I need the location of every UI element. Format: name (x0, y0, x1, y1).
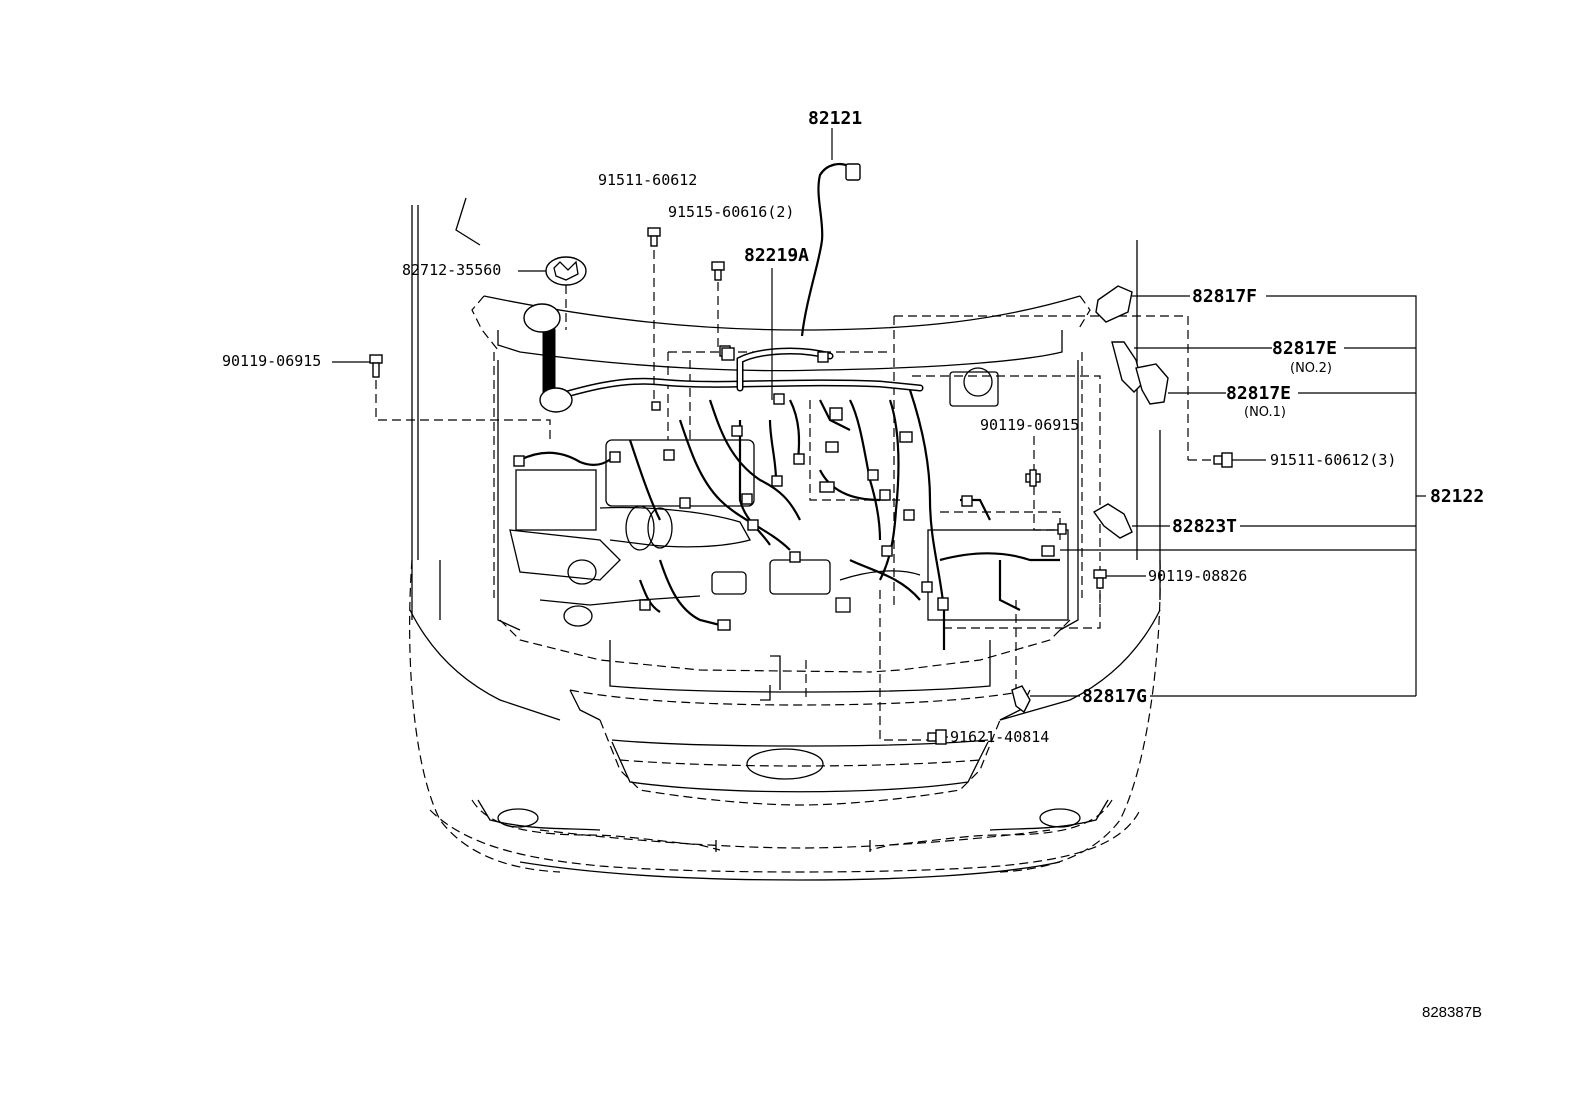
clamp-82823T (1092, 503, 1133, 539)
label-82712-35560: 82712-35560 (402, 261, 501, 279)
engine-components (509, 367, 1069, 627)
connector-82121 (845, 163, 861, 181)
bolt-90119-08826-icon (1093, 569, 1107, 589)
harness-connectors (513, 163, 1169, 714)
protector-82817F (1095, 285, 1133, 323)
label-82122: 82122 (1430, 486, 1484, 507)
label-82817E-no1-sub: (NO.1) (1244, 405, 1286, 420)
bolt-91621-40814-icon (927, 729, 947, 745)
label-82817G: 82817G (1082, 686, 1147, 707)
label-82219A: 82219A (744, 245, 809, 266)
bolt-91511-60612-3-icon (1213, 452, 1233, 468)
protector-82817G (1011, 685, 1031, 714)
label-82121: 82121 (808, 108, 862, 129)
vehicle-body-outline (409, 197, 1161, 881)
label-82817E-no2-sub: (NO.2) (1290, 361, 1332, 376)
label-82817E-no1: 82817E (1226, 383, 1291, 404)
protector-82817E-no1 (1135, 363, 1169, 405)
label-90119-06915-right: 90119-06915 (980, 416, 1079, 434)
label-91621-40814: 91621-40814 (950, 728, 1049, 746)
label-91515-60616: 91515-60616(2) (668, 203, 794, 221)
label-91511-60612-3: 91511-60612(3) (1270, 451, 1396, 469)
label-82823T: 82823T (1172, 516, 1237, 537)
label-90119-06915-left: 90119-06915 (222, 352, 321, 370)
label-91511-60612: 91511-60612 (598, 171, 697, 189)
label-90119-08826: 90119-08826 (1148, 567, 1247, 585)
leader-lines (332, 128, 1426, 738)
diagram-reference-code: 828387B (1422, 1004, 1482, 1021)
part-labels: 82121 91511-60612 91515-60616(2) 82219A … (222, 108, 1484, 746)
bolt-90119-06915-left-icon (369, 354, 383, 378)
bolt-91515-60616-icon (711, 261, 725, 281)
bolt-91511-60612-icon (647, 227, 661, 247)
bolt-90119-06915-right-icon (1025, 469, 1041, 487)
label-82817F: 82817F (1192, 286, 1257, 307)
fasteners (369, 227, 1233, 745)
label-82817E-no2: 82817E (1272, 338, 1337, 359)
grommet-82712 (545, 256, 587, 286)
